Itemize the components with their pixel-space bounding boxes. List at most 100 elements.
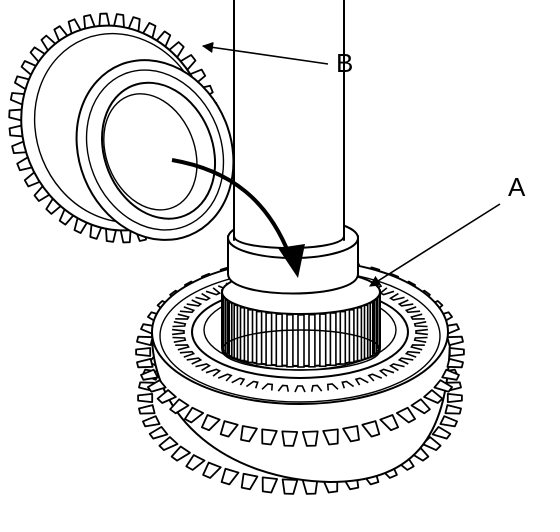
boss-bore-inner (103, 93, 198, 211)
gear-tooth (240, 425, 258, 443)
needle-roller (376, 293, 381, 349)
synchro-tooth (179, 306, 196, 314)
gear-tooth (261, 428, 278, 446)
synchro-tooth (245, 380, 259, 389)
needle-roller (239, 306, 246, 362)
main-shaft (227, 0, 359, 295)
synchro-tooth (415, 328, 428, 336)
synchro-tooth (354, 377, 369, 386)
gear-tooth (342, 425, 360, 443)
synchro-tooth (389, 292, 405, 301)
needle-roller (308, 313, 316, 368)
needle-roller (329, 312, 337, 367)
boss-bore (101, 81, 217, 220)
shaft-fill (235, 0, 343, 236)
needle-roller (363, 304, 369, 360)
gear-tooth (439, 415, 459, 428)
synchro-tooth (172, 336, 187, 343)
gear-tooth (137, 392, 154, 404)
synchro-tooth (261, 383, 274, 391)
synchro-tooth (389, 363, 405, 372)
synchro-tooth (195, 292, 211, 301)
needle-roller (348, 308, 355, 364)
callout-b: B (336, 48, 353, 78)
gear-tooth (135, 347, 152, 357)
needle-roller (255, 310, 263, 365)
synchro-tooth (231, 377, 246, 386)
install-arrowhead (278, 244, 305, 278)
gear-tooth (240, 472, 259, 491)
gear-tooth (183, 406, 205, 424)
synchro-tooth (175, 344, 190, 351)
gear-tooth (281, 478, 299, 495)
gear-tooth (301, 430, 319, 447)
install-direction-arrow (171, 158, 294, 263)
gear-tooth (448, 347, 465, 357)
gear-tooth (446, 392, 463, 404)
gear-tooth (170, 445, 191, 462)
gear-tooth (322, 428, 339, 446)
synchro-tooth (195, 363, 211, 372)
synchro-tooth (205, 287, 222, 296)
needle-roller (275, 313, 283, 368)
gear-tooth (219, 420, 239, 438)
needle-roller (233, 304, 239, 360)
synchro-tooth (326, 383, 339, 391)
gear-tooth (136, 357, 154, 369)
synchro-tooth (413, 336, 428, 343)
gear-tooth (441, 368, 460, 381)
gear-tooth (169, 398, 190, 415)
boss-ring (85, 69, 225, 231)
synchro-tooth (410, 344, 425, 351)
bearing-bottom-edge (221, 329, 381, 371)
leader-line-b (201, 41, 329, 65)
needle-roller (265, 312, 273, 367)
gear-tooth (446, 335, 464, 347)
gear-tooth (444, 404, 462, 415)
gear-tooth (423, 389, 444, 404)
synchro-tooth (378, 368, 395, 377)
gear-tooth (433, 379, 454, 393)
needle-roller (224, 299, 229, 355)
synchro-tooth (179, 350, 196, 358)
needle-roller (297, 314, 305, 368)
needle-roller (369, 301, 374, 357)
gear-tooth (431, 425, 452, 440)
gear-tooth (379, 414, 400, 432)
synchro-tooth (172, 321, 187, 328)
gear-tooth (261, 476, 279, 494)
needle-roller (339, 310, 347, 365)
synchro-tooth (310, 384, 323, 392)
synchro-tooth (397, 299, 414, 307)
needle-roller (286, 313, 294, 368)
leader-line-a (369, 203, 501, 287)
gear-tooth (140, 368, 159, 381)
gear-tooth (220, 467, 240, 486)
gear-tooth (148, 425, 169, 440)
callout-a: A (508, 172, 526, 202)
gear-tooth (361, 420, 381, 438)
synchro-tooth (341, 380, 355, 389)
synchro-tooth (205, 368, 222, 377)
gear-hub-boss (75, 59, 235, 241)
needle-roller (356, 306, 363, 362)
synchro-tooth (413, 321, 428, 328)
gear-tooth (146, 379, 167, 393)
gear-tooth (202, 461, 222, 479)
synchro-tooth (378, 287, 395, 296)
synchro-tooth (404, 306, 421, 314)
synchro-tooth (404, 350, 421, 358)
synchro-tooth (186, 357, 203, 365)
gear-tooth (395, 406, 417, 424)
needle-roller (228, 301, 233, 357)
synchro-tooth (217, 373, 233, 382)
gear-tooth (410, 398, 431, 415)
gear-tooth (281, 430, 299, 447)
needle-roller (319, 313, 327, 368)
synchro-tooth (294, 385, 306, 393)
synchro-tooth (172, 328, 185, 336)
gear-tooth (138, 404, 156, 415)
synchro-tooth (397, 357, 414, 365)
gear-tooth (141, 415, 161, 428)
